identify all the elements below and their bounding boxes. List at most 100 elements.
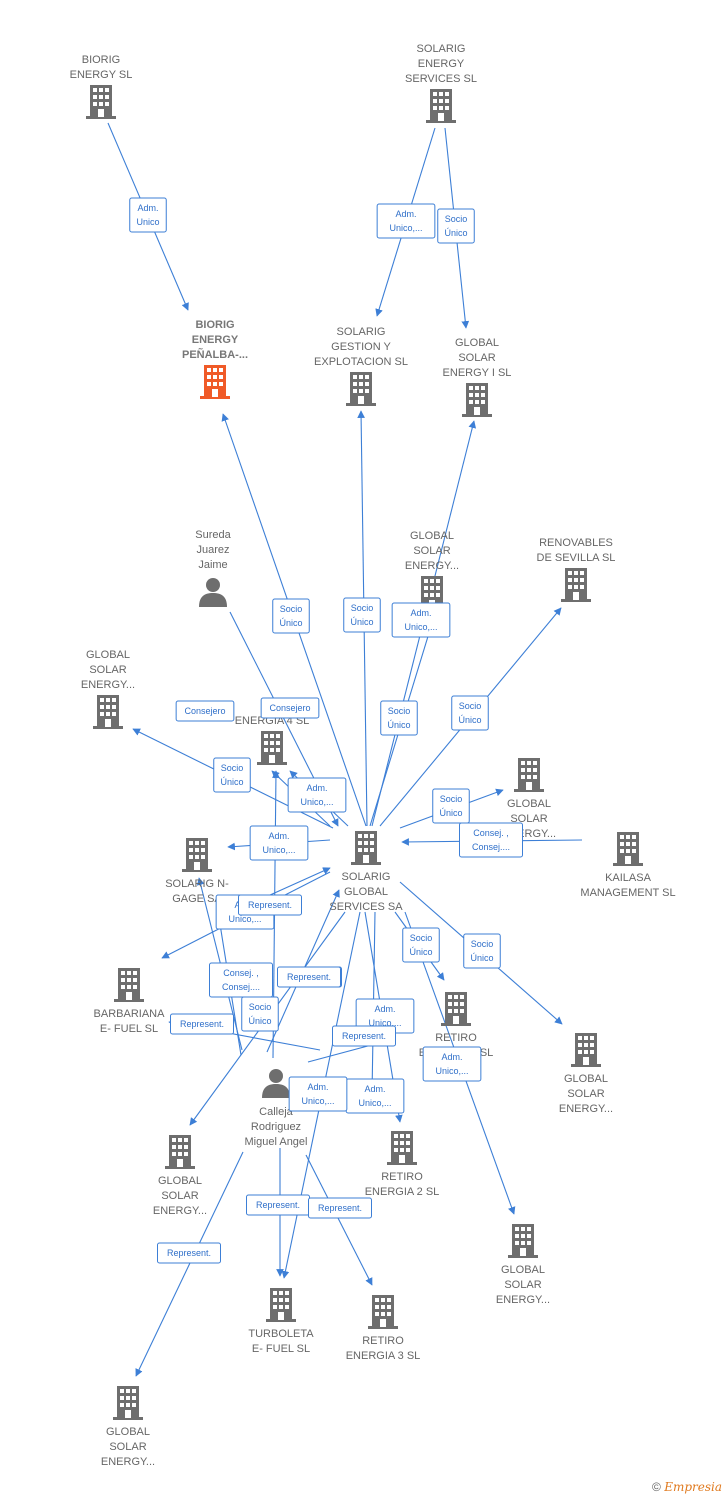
edge-label[interactable]: Consej. ,Consej.... <box>459 822 523 858</box>
building-icon <box>257 731 287 765</box>
edge-label[interactable]: Represent. <box>170 1013 234 1035</box>
edge-label-text: Socio <box>459 701 482 711</box>
node-label: GAGE SA <box>172 893 222 905</box>
node-label: EXPLOTACION SL <box>314 356 408 368</box>
node-label: BARBARIANA <box>94 1008 166 1020</box>
brand-logo[interactable]: Empresia <box>664 1480 722 1494</box>
edge-label[interactable]: Adm.Unico,... <box>249 825 309 861</box>
edge-label-text: Represent. <box>167 1248 211 1258</box>
edge-label[interactable]: Consejero <box>260 697 320 719</box>
node-label: SOLAR <box>510 813 547 825</box>
node-label: SERVICES SA <box>329 901 403 913</box>
edge-label-text: Socio <box>249 1002 272 1012</box>
edge-label[interactable]: Consej. ,Consej.... <box>209 962 273 998</box>
edge-label-text: Adm. <box>306 783 327 793</box>
edge-label-text: Adm. <box>410 608 431 618</box>
copyright-icon: © <box>652 1480 661 1494</box>
edge-label[interactable]: Consejero <box>175 700 235 722</box>
edge-label[interactable]: Represent. <box>246 1194 310 1216</box>
edge-label-text: Socio <box>440 794 463 804</box>
company-node[interactable]: GLOBALSOLARENERGY... <box>153 1135 207 1217</box>
company-node[interactable]: GLOBAL SOLAR ENERGY... <box>405 530 459 610</box>
building-icon <box>93 695 123 729</box>
building-icon <box>571 1033 601 1067</box>
edge-label[interactable]: Represent. <box>277 966 341 988</box>
node-label: GLOBAL <box>410 530 454 542</box>
edge-label-text: Adm. <box>364 1084 385 1094</box>
edge-label-text: Consejero <box>269 703 310 713</box>
edge-label[interactable]: Adm.Unico,... <box>376 203 436 239</box>
edge-label[interactable]: Represent. <box>157 1242 221 1264</box>
edge-label-text: Único <box>350 617 373 627</box>
edge-label-text: Único <box>279 618 302 628</box>
node-label: ENERGY... <box>153 1205 207 1217</box>
edge-label-text: Represent. <box>256 1200 300 1210</box>
node-label: SOLARIG <box>342 871 391 883</box>
edge-label[interactable]: Represent. <box>332 1025 396 1047</box>
building-icon <box>514 758 544 792</box>
company-node[interactable]: GLOBALSOLARENERGY... <box>496 1224 550 1306</box>
edge-label[interactable]: Adm.Unico <box>129 197 167 233</box>
node-label: TURBOLETA <box>248 1328 314 1340</box>
edge-label[interactable]: Adm. Unico,... <box>391 602 451 638</box>
edge-label-text: Consejero <box>184 706 225 716</box>
building-icon <box>351 831 381 865</box>
edge-label-text: Unico,... <box>262 845 295 855</box>
node-label: Sureda <box>195 529 231 541</box>
edge-label[interactable]: Adm.Unico,... <box>288 1076 348 1112</box>
node-label: RETIRO <box>381 1171 423 1183</box>
company-node[interactable]: GLOBALSOLARENERGY... <box>81 649 135 729</box>
building-icon <box>113 1386 143 1420</box>
edge-label[interactable]: Adm.Unico,... <box>287 777 347 813</box>
node-label: RETIRO <box>362 1335 404 1347</box>
node-label: DE SEVILLA SL <box>537 552 616 564</box>
node-label: ENERGY... <box>496 1294 550 1306</box>
company-node[interactable]: BIORIGENERGYPEÑALBA-... <box>182 319 248 399</box>
node-label: SOLAR <box>413 545 450 557</box>
edge-label-text: Consej. , <box>223 968 259 978</box>
edges-layer <box>107 122 583 1377</box>
edge-label[interactable]: Adm.Unico,... <box>422 1046 482 1082</box>
edge-label[interactable]: Represent. <box>238 894 302 916</box>
company-node[interactable]: SOLARIG N-GAGE SA <box>165 838 229 905</box>
building-icon <box>387 1131 417 1165</box>
company-node[interactable]: GLOBALSOLARENERGY... <box>559 1033 613 1115</box>
building-icon <box>346 372 376 406</box>
node-label: Miguel Angel <box>245 1136 308 1148</box>
edge-label-text: Único <box>444 228 467 238</box>
edge-line <box>305 1154 373 1286</box>
edge-label[interactable]: Represent. <box>308 1197 372 1219</box>
node-label: BIORIG <box>82 54 121 66</box>
building-icon <box>114 968 144 1002</box>
edge-label-text: Unico,... <box>404 622 437 632</box>
edge-label[interactable]: Adm.Unico,... <box>345 1078 405 1114</box>
company-node[interactable]: GLOBALSOLARENERGY... <box>101 1386 155 1468</box>
edge-label-text: Unico,... <box>228 914 261 924</box>
node-label: GLOBAL <box>564 1073 608 1085</box>
node-label: ENERGY... <box>405 560 459 572</box>
